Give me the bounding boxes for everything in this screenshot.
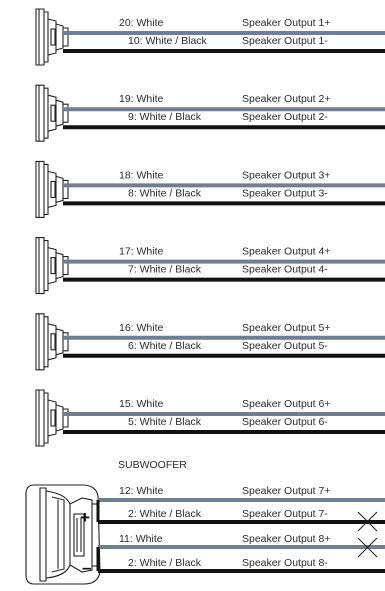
negative-wire-label: 5: White / Black xyxy=(128,416,202,428)
speaker-icon xyxy=(35,389,69,447)
negative-wire-label: 10: White / Black xyxy=(128,35,208,47)
speaker-icon xyxy=(35,160,69,218)
speaker-row: 17: White Speaker Output 4+ 7: White / Bla… xyxy=(35,237,385,295)
positive-output-label: Speaker Output 3+ xyxy=(242,169,330,181)
negative-output-label: Speaker Output 3- xyxy=(242,187,328,199)
positive-wire-label: 16: White xyxy=(119,322,164,334)
negative-output-label: Speaker Output 2- xyxy=(242,111,328,123)
sub-output-label-4: Speaker Output 8- xyxy=(242,557,328,569)
sub-output-label-2: Speaker Output 7- xyxy=(242,508,328,520)
negative-output-label: Speaker Output 5- xyxy=(242,340,328,352)
x-mark-icon xyxy=(357,511,378,532)
subwoofer-section: SUBWOOFER + – 12: White Speaker Output 7… xyxy=(25,459,385,585)
negative-wire-label: 9: White / Black xyxy=(128,111,202,123)
speaker-icon xyxy=(35,84,69,142)
positive-output-label: Speaker Output 1+ xyxy=(242,17,330,29)
positive-output-label: Speaker Output 2+ xyxy=(242,93,330,105)
positive-output-label: Speaker Output 5+ xyxy=(242,322,330,334)
x-mark-icon xyxy=(357,537,378,558)
positive-wire-label: 20: White xyxy=(119,17,164,29)
positive-output-label: Speaker Output 6+ xyxy=(242,398,330,410)
negative-output-label: Speaker Output 6- xyxy=(242,416,328,428)
speaker-row: 18: White Speaker Output 3+ 8: White / Bla… xyxy=(35,160,385,218)
plus-symbol: + xyxy=(80,508,90,527)
speaker-icon xyxy=(35,237,69,295)
positive-wire-label: 15: White xyxy=(119,398,164,410)
speaker-row: 19: White Speaker Output 2+ 9: White / Bla… xyxy=(35,84,385,142)
speaker-row: 15: White Speaker Output 6+ 5: White / Bla… xyxy=(35,389,385,447)
negative-wire-label: 8: White / Black xyxy=(128,187,202,199)
positive-wire-label: 18: White xyxy=(119,169,164,181)
speaker-row: 16: White Speaker Output 5+ 6: White / Bla… xyxy=(35,313,385,371)
sub-wire-label-2: 2: White / Black xyxy=(128,508,202,520)
negative-output-label: Speaker Output 1- xyxy=(242,35,328,47)
sub-wire-label-1: 12: White xyxy=(119,485,164,497)
negative-wire-label: 6: White / Black xyxy=(128,340,202,352)
speaker-icon xyxy=(35,313,69,371)
speaker-icon xyxy=(35,8,69,66)
sub-output-label-3: Speaker Output 8+ xyxy=(242,533,330,545)
sub-wire-label-4: 2: White / Black xyxy=(128,557,202,569)
subwoofer-title: SUBWOOFER xyxy=(118,459,187,471)
sub-output-label-1: Speaker Output 7+ xyxy=(242,485,330,497)
negative-wire-label: 7: White / Black xyxy=(128,264,202,276)
speaker-row: 20: White Speaker Output 1+ 10: White / Bl… xyxy=(35,8,385,66)
positive-output-label: Speaker Output 4+ xyxy=(242,246,330,258)
positive-wire-label: 17: White xyxy=(119,246,164,258)
speaker-rows: 20: White Speaker Output 1+ 10: White / Bl… xyxy=(35,8,385,447)
negative-output-label: Speaker Output 4- xyxy=(242,264,328,276)
minus-symbol: – xyxy=(82,558,91,577)
sub-wire-label-3: 11: White xyxy=(119,533,163,545)
positive-wire-label: 19: White xyxy=(119,93,164,105)
subwoofer-icon xyxy=(25,484,101,585)
